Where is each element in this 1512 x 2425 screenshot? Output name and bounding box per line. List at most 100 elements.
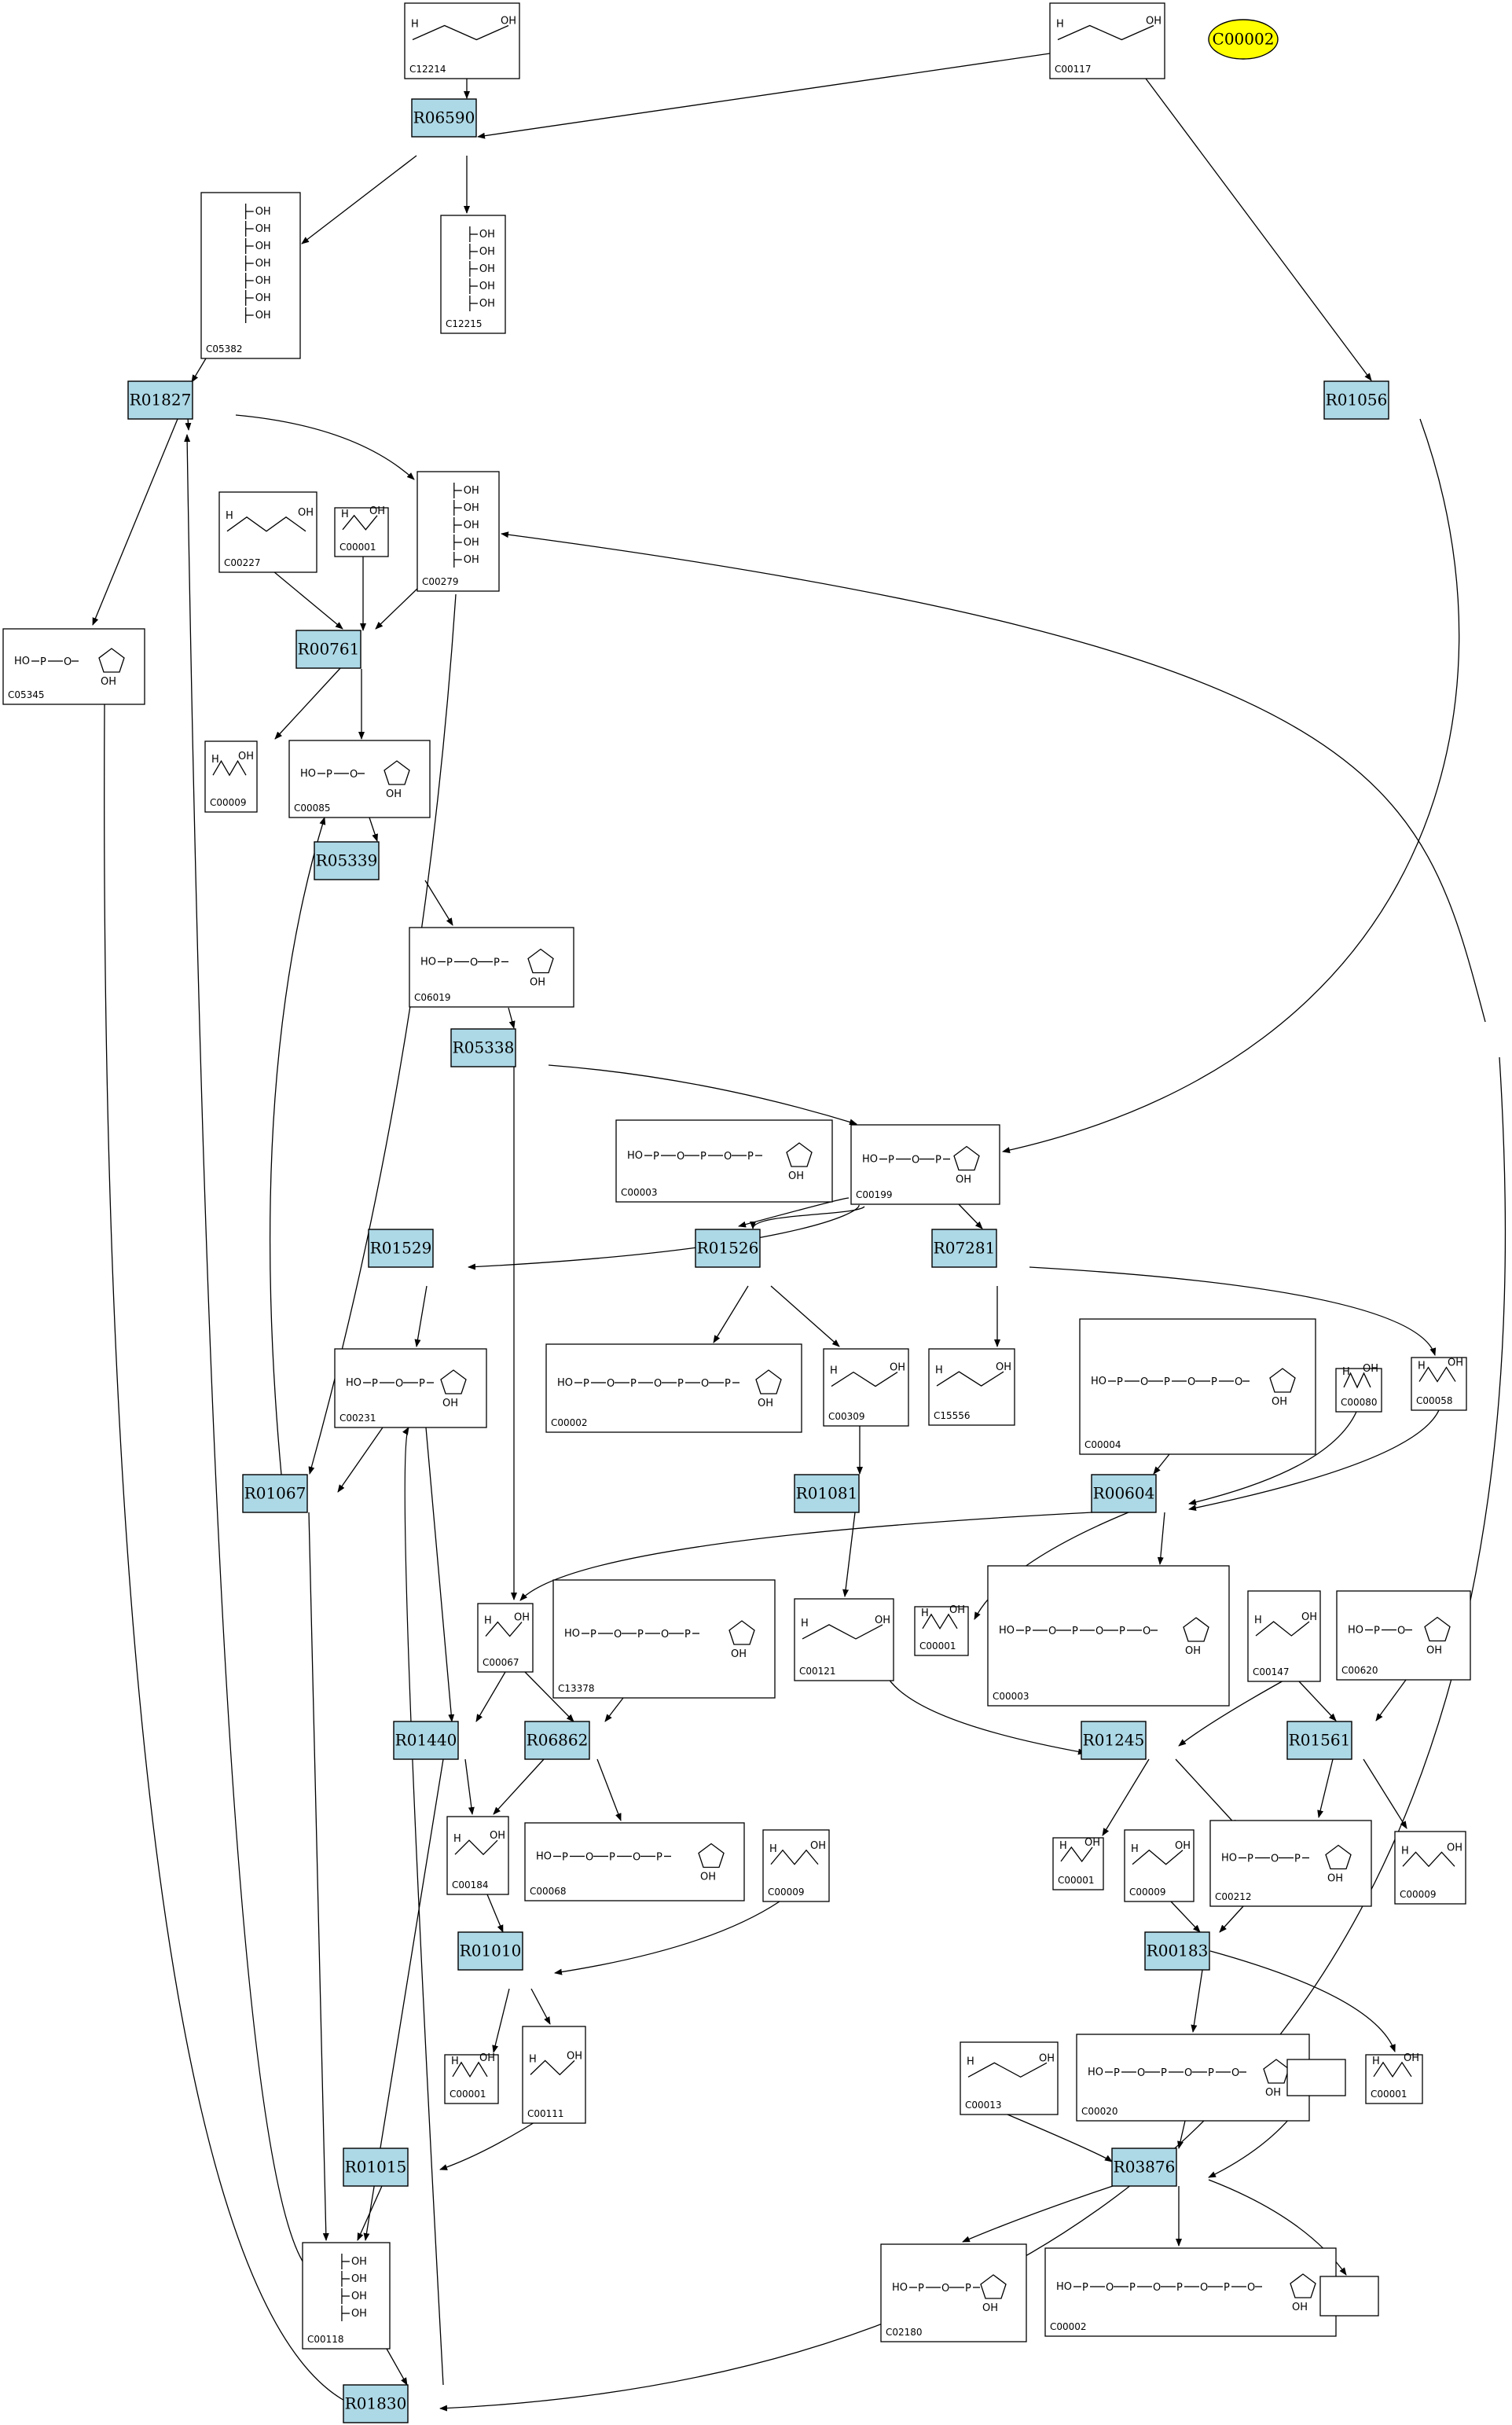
edge-arrow	[468, 1204, 860, 1270]
svg-text:HO: HO	[999, 1625, 1015, 1637]
svg-text:OH: OH	[949, 1604, 965, 1616]
reaction-node[interactable]: R06590	[411, 98, 477, 138]
reaction-node[interactable]: R01015	[343, 2148, 409, 2187]
reaction-node[interactable]: R01056	[1323, 380, 1389, 420]
reaction-node[interactable]: R07281	[931, 1229, 997, 1268]
reaction-node[interactable]: R01561	[1286, 1721, 1352, 1760]
svg-text:OH: OH	[810, 1840, 826, 1852]
svg-text:P: P	[747, 1151, 754, 1163]
reaction-id-label: R01015	[345, 2158, 407, 2177]
edge-arrow	[1007, 2114, 1113, 2162]
compound-id-label: C00009	[1129, 1887, 1166, 1898]
svg-text:OH: OH	[101, 676, 116, 688]
edge-arrow	[713, 1285, 749, 1343]
compound-id-label: C00117	[1055, 64, 1092, 75]
reaction-node[interactable]: R01081	[794, 1474, 860, 1513]
reaction-node[interactable]: R05339	[314, 841, 380, 880]
edge-arrow	[885, 1674, 1086, 1755]
svg-text:O: O	[614, 1629, 622, 1641]
edge-arrow	[962, 2185, 1114, 2243]
compound-id-label: C02180	[886, 2327, 923, 2338]
svg-text:O: O	[912, 1155, 919, 1167]
compound-id-label: C12215	[446, 318, 483, 329]
svg-text:H: H	[921, 1607, 929, 1619]
reaction-node[interactable]: R01245	[1081, 1721, 1147, 1760]
edge-arrow	[958, 1203, 983, 1229]
reaction-node[interactable]: R00761	[295, 630, 361, 669]
svg-text:P: P	[1072, 1626, 1078, 1637]
empty-compound-node[interactable]	[1319, 2276, 1379, 2317]
compound-id-label: C00001	[1371, 2089, 1407, 2100]
reaction-node[interactable]: R01529	[368, 1229, 434, 1268]
reaction-node[interactable]: R00183	[1144, 1931, 1210, 1971]
svg-text:HO: HO	[420, 957, 436, 968]
compound-id-label: C00068	[530, 1886, 567, 1897]
reaction-node[interactable]: R01830	[343, 2384, 409, 2423]
reaction-node[interactable]: R06862	[524, 1721, 590, 1760]
reaction-node[interactable]: R01440	[393, 1721, 459, 1760]
svg-text:O: O	[1140, 1376, 1148, 1388]
svg-text:OH: OH	[1265, 2087, 1281, 2099]
highlighted-compound-ellipse[interactable]: C00002	[1208, 19, 1279, 60]
reaction-node[interactable]: R01067	[242, 1474, 308, 1513]
reaction-node[interactable]: R01526	[695, 1229, 761, 1268]
reaction-id-label: R00183	[1147, 1942, 1209, 1960]
svg-text:OH: OH	[255, 258, 271, 270]
reaction-node[interactable]: R01010	[457, 1931, 523, 1971]
reaction-node[interactable]: R03876	[1111, 2148, 1177, 2187]
empty-compound-node[interactable]	[1286, 2059, 1346, 2096]
svg-text:OH: OH	[298, 507, 314, 519]
svg-text:P: P	[1164, 1376, 1170, 1388]
svg-text:O: O	[661, 1629, 669, 1641]
reaction-node[interactable]: R01827	[127, 380, 193, 420]
reaction-node[interactable]: R05338	[450, 1028, 516, 1067]
reaction-node[interactable]: R00604	[1091, 1474, 1157, 1513]
svg-text:OH: OH	[351, 2273, 367, 2285]
